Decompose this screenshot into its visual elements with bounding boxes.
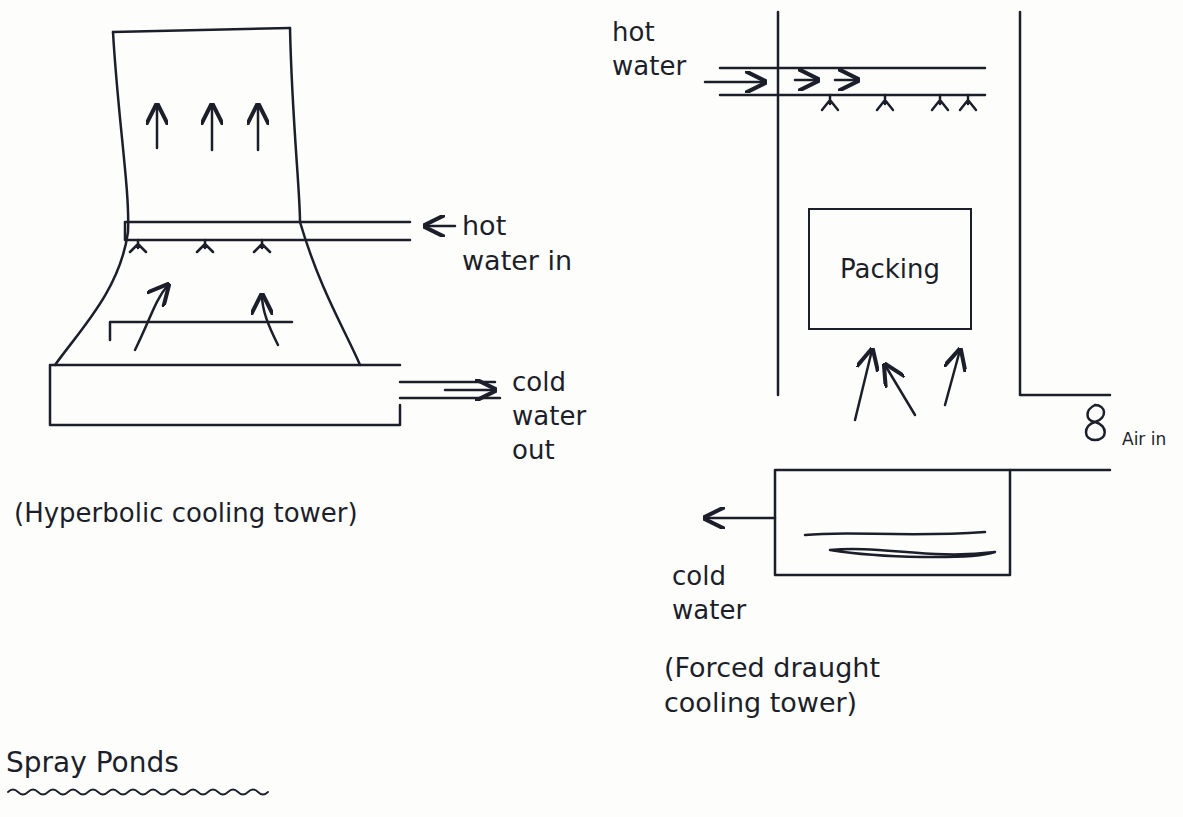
handwritten-label: hot water in	[462, 208, 582, 278]
handwritten-label: Spray Ponds	[6, 745, 306, 781]
wavy-underline	[8, 790, 268, 795]
forced-draught-tower	[705, 12, 1110, 575]
handwritten-label: (Forced draught cooling tower)	[664, 650, 964, 720]
packing-box: Packing	[808, 208, 972, 330]
handwritten-label: (Hyperbolic cooling tower)	[14, 497, 534, 531]
handwritten-label: cold water	[672, 560, 782, 628]
handwritten-label: hot water	[612, 16, 707, 84]
handwritten-label: cold water out	[512, 366, 622, 467]
node-text: Packing	[840, 254, 940, 284]
hyperbolic-tower	[50, 28, 500, 425]
handwritten-label: Air in	[1122, 428, 1178, 450]
